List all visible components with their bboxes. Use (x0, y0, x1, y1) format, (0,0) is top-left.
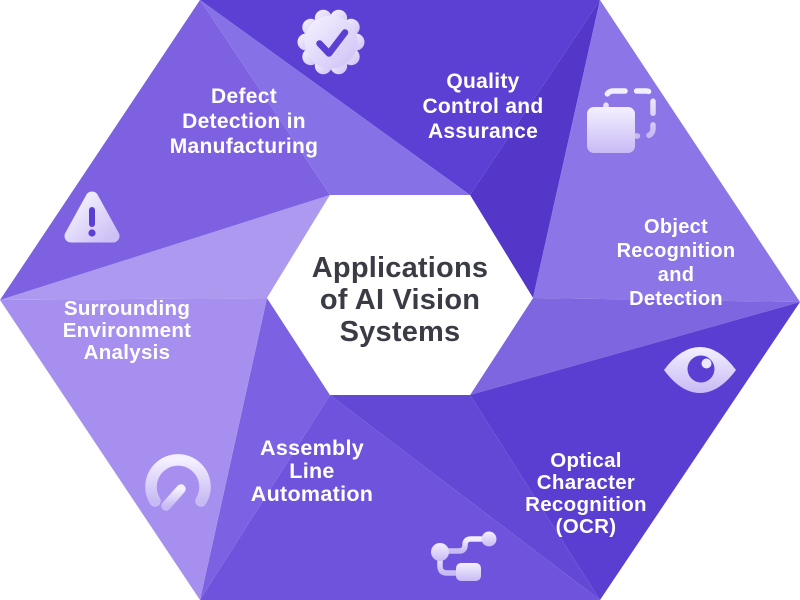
ocr-label-line: (OCR) (556, 515, 617, 538)
quality-label-line: Quality (446, 70, 519, 93)
center-hexagon (267, 195, 533, 395)
object-recognition-facet-main (533, 0, 800, 302)
quality-label-line: Control and (422, 95, 543, 118)
gauge-icon (145, 454, 211, 511)
center-title-line: of AI Vision (320, 284, 480, 316)
defect-label-line: Manufacturing (170, 135, 319, 158)
surrounding-label-line: Environment (63, 319, 192, 342)
surrounding-facet-main (0, 298, 267, 600)
quality-label-line: Assurance (428, 120, 538, 143)
assembly-label-line: Line (289, 459, 334, 483)
badge-check-icon (297, 9, 365, 75)
object-recognition-label-line: Recognition (617, 240, 736, 262)
surrounding-label-line: Surrounding (64, 297, 190, 320)
object-recognition-label-line: Object (644, 216, 708, 238)
defect-label-line: Detection in (182, 110, 306, 133)
assembly-label-line: Automation (251, 482, 373, 506)
surrounding-label-line: Analysis (84, 341, 171, 364)
object-recognition-label-line: Detection (629, 288, 723, 310)
center-title-line: Systems (340, 316, 461, 348)
quality-facet-accent (470, 0, 600, 298)
object-recognition-label-line: and (658, 264, 694, 286)
segment-assembly-line: Assembly Line Automation (200, 298, 600, 600)
badge-checkmark (316, 29, 349, 57)
selection-frame-icon (587, 88, 656, 153)
quality-facet-main (200, 0, 600, 195)
warning-exclamation-dot (88, 229, 96, 237)
assembly-facet-main (200, 395, 600, 600)
defect-label-line: Defect (211, 85, 277, 108)
ocr-label-line: Character (537, 471, 635, 494)
segment-object-recognition: Object Recognition and Detection (470, 0, 800, 395)
center-hexagon-group: Applications of AI Vision Systems (267, 195, 533, 395)
segment-quality-control: Quality Control and Assurance (200, 0, 600, 298)
flowchart-icon (431, 531, 497, 581)
eye-pupil (687, 355, 715, 383)
defect-facet-accent (200, 0, 470, 195)
center-title-line: Applications (312, 252, 488, 284)
eye-icon (664, 347, 736, 393)
object-recognition-facet-accent (470, 298, 800, 395)
segment-defect-detection: Defect Detection in Manufacturing (0, 0, 470, 300)
assembly-facet-accent (200, 298, 330, 600)
assembly-label-line: Assembly (260, 436, 364, 460)
ocr-label-line: Recognition (525, 493, 647, 516)
warning-icon (64, 191, 120, 243)
ocr-label-line: Optical (550, 449, 622, 472)
